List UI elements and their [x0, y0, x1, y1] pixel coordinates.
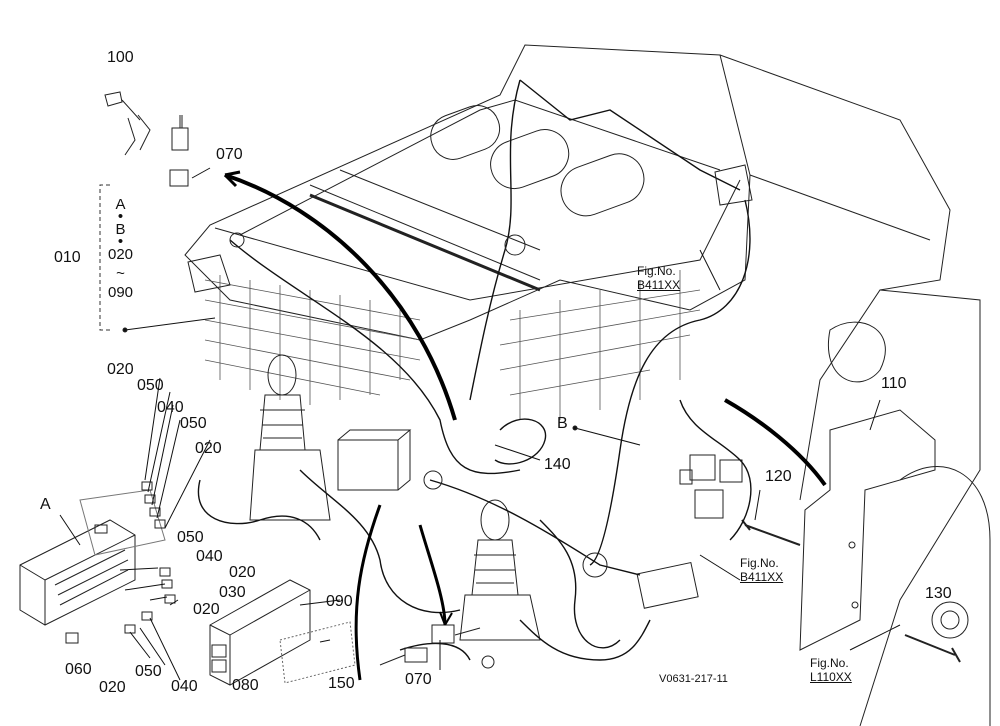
callout-detail-b: B	[557, 415, 568, 432]
callout-050-3: 050	[177, 529, 204, 546]
callout-020-5: 020	[99, 679, 126, 696]
callout-050-4: 050	[135, 663, 162, 680]
bolt-130	[904, 634, 961, 663]
cover-150	[279, 621, 356, 684]
connector-070-bottom	[379, 624, 495, 669]
fuse-relays	[65, 481, 176, 644]
fuse-box-080	[209, 579, 311, 686]
callout-040-2: 040	[196, 548, 223, 565]
callout-060: 060	[65, 661, 92, 678]
fig-ref-bottom-prefix: Fig.No.	[810, 656, 849, 670]
callout-090: 090	[326, 593, 353, 610]
callout-010: 010	[54, 249, 81, 266]
variant-tilde: ~	[116, 265, 125, 282]
fig-ref-mid-prefix: Fig.No.	[740, 556, 779, 570]
joystick-lower	[459, 499, 541, 641]
callout-150: 150	[328, 675, 355, 692]
arrow-to-070b	[418, 524, 447, 626]
harness-wires	[197, 79, 752, 661]
callout-050-1: 050	[137, 377, 164, 394]
callout-020-1: 020	[107, 361, 134, 378]
bolt-120	[741, 519, 801, 546]
variant-b: B	[115, 221, 126, 238]
work-lamp-right	[714, 164, 753, 206]
fig-ref-top: Fig.No. B411XX	[637, 264, 680, 292]
variant-dot-2: •	[117, 233, 124, 250]
fig-ref-bottom-code: L110XX	[810, 670, 852, 684]
variant-a: A	[115, 196, 126, 213]
variant-dot-1: •	[117, 208, 124, 225]
callout-110: 110	[881, 375, 907, 392]
variant-list: A • B • 020 ~ 090	[108, 195, 133, 302]
leader-lines	[59, 167, 901, 681]
work-lamp-left	[187, 254, 231, 293]
connector-070-top	[169, 115, 189, 187]
callout-040-3: 040	[171, 678, 198, 695]
callout-070-bottom: 070	[405, 671, 432, 688]
fig-ref-mid-code: B411XX	[740, 570, 784, 584]
fig-ref-top-prefix: Fig.No.	[637, 264, 676, 278]
arrow-to-070	[224, 173, 457, 421]
arrow-to-060	[354, 504, 382, 681]
fig-ref-bottom: Fig.No. L110XX	[810, 656, 852, 684]
callout-080: 080	[232, 677, 259, 694]
callout-070-top: 070	[216, 146, 243, 163]
callout-130: 130	[925, 585, 952, 602]
callout-020-4: 020	[193, 601, 220, 618]
fig-ref-mid: Fig.No. B411XX	[740, 556, 783, 584]
drawing-code: V0631-217-11	[659, 673, 728, 685]
callout-040-1: 040	[157, 399, 184, 416]
callout-030: 030	[219, 584, 246, 601]
bracket-110	[799, 409, 936, 651]
callout-120: 120	[765, 468, 792, 485]
key-switch-100	[104, 91, 151, 156]
joystick-upper	[249, 354, 331, 521]
variant-020: 020	[108, 246, 134, 263]
cab-grille	[204, 270, 701, 420]
arrow-to-110	[724, 398, 827, 487]
callout-020-2: 020	[195, 440, 222, 457]
callout-050-2: 050	[180, 415, 207, 432]
callout-fuse-box-a: A	[40, 496, 51, 513]
fig-ref-top-code: B411XX	[637, 278, 681, 292]
callout-140: 140	[544, 456, 571, 473]
variant-090: 090	[108, 284, 134, 301]
callout-020-3: 020	[229, 564, 256, 581]
callout-100: 100	[107, 49, 134, 66]
fuse-box-a	[19, 519, 136, 626]
